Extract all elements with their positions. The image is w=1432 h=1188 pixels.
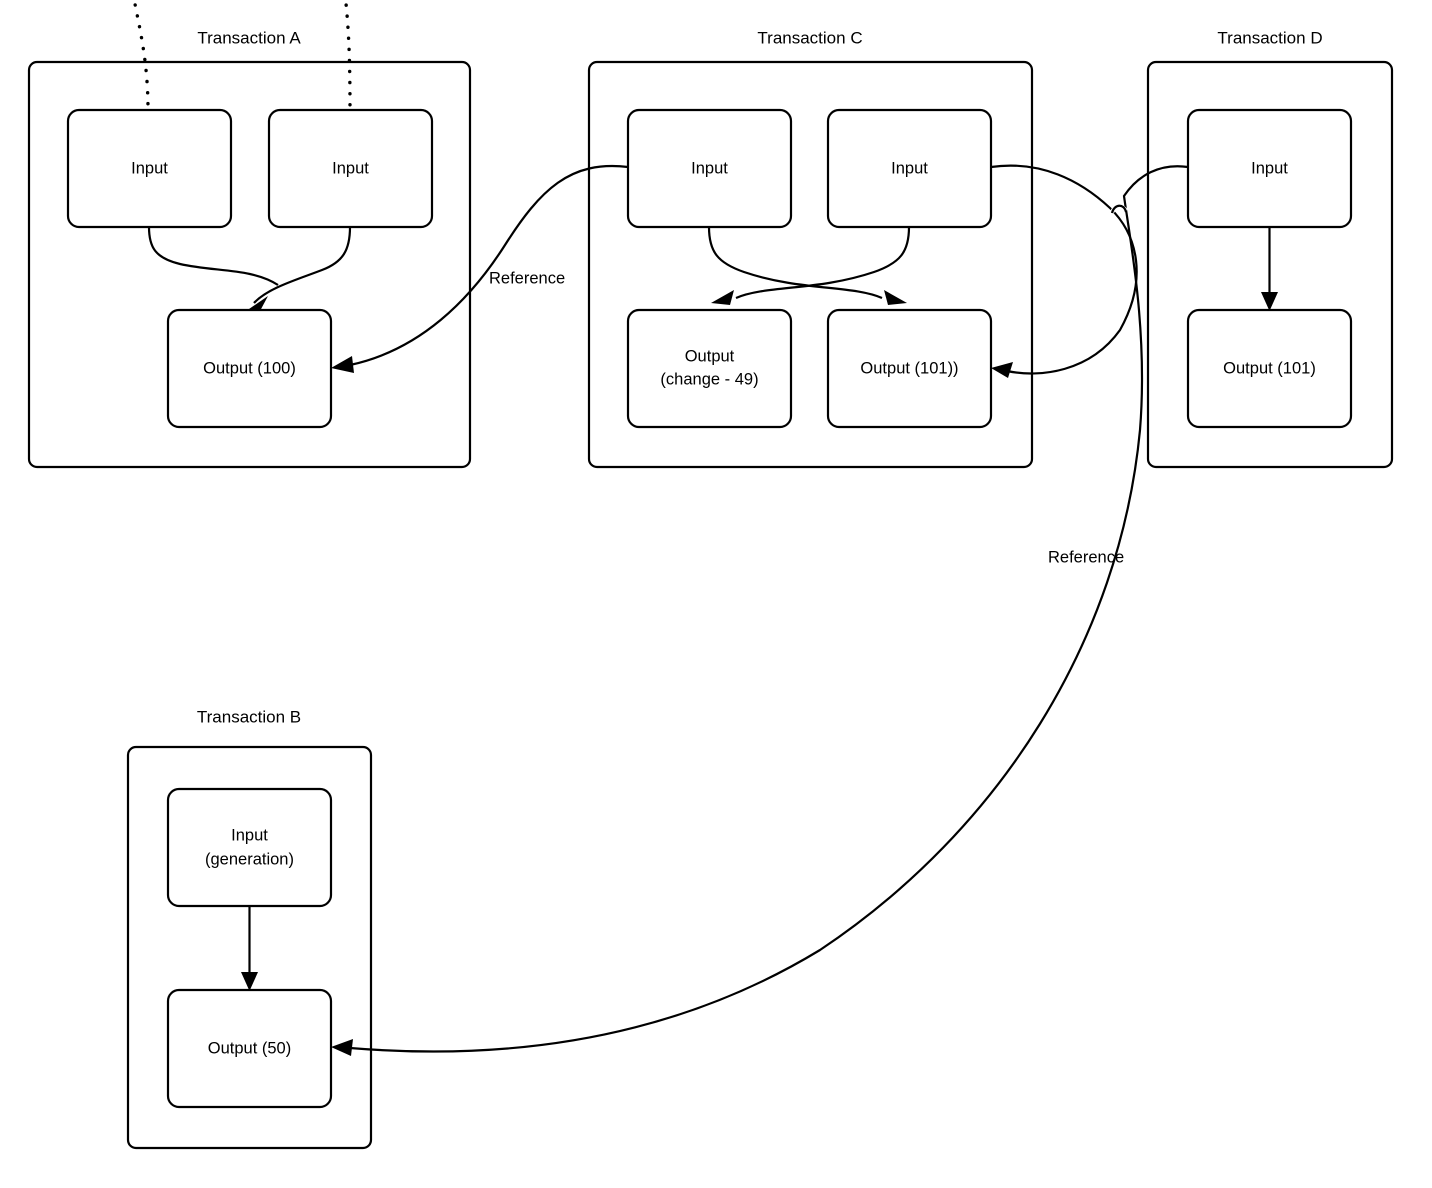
tx-d-output-1-arrowhead	[1261, 292, 1278, 311]
tx-c-output-2-label: Output (101))	[860, 359, 958, 377]
transaction-d-title: Transaction D	[1217, 28, 1322, 47]
tx-c-output-1-label-line2: (change - 49)	[660, 370, 758, 388]
tx-c-edge-input1-to-output2	[707, 226, 883, 300]
tx-d-output-1-label: Output (101)	[1223, 359, 1316, 377]
tx-b-output-1-arrowhead	[241, 972, 258, 991]
reference-edge-c-input2-to-c-output2	[990, 164, 1138, 375]
tx-b-input-1-box[interactable]	[166, 787, 333, 908]
tx-c-output-2-box[interactable]	[826, 308, 993, 429]
tx-b-input-1-label-line1: Input	[231, 826, 268, 844]
tx-c-output-1-arrowhead	[711, 290, 734, 305]
reference-label-upper: Reference	[489, 269, 565, 287]
tx-a-output-1-label: Output (100)	[203, 359, 296, 377]
reference-label-lower: Reference	[1048, 548, 1124, 566]
tx-a-edge-input2-to-output1	[253, 226, 352, 304]
tx-c-input-2-label: Input	[891, 159, 928, 177]
transaction-c-title: Transaction C	[757, 28, 862, 47]
tx-d-input-1-label: Input	[1251, 159, 1288, 177]
tx-a-edge-input1-to-output1	[147, 226, 279, 286]
tx-c-edge-input2-to-output1	[735, 226, 911, 300]
transaction-a-title: Transaction A	[197, 28, 301, 47]
tx-c-input-1-label: Input	[691, 159, 728, 177]
reference-edges-group: Reference Reference	[331, 164, 1189, 1056]
reference-edge-c-input1-to-a-output1	[349, 164, 629, 367]
tx-c-output-1-label-line1: Output	[685, 347, 735, 365]
transaction-b-group: Transaction B Input (generation) Output …	[126, 707, 373, 1150]
tx-c-output-2-arrowhead	[884, 290, 907, 305]
reference-edge-c-output2-arrowhead	[991, 362, 1013, 378]
reference-crossing-hop	[1110, 204, 1128, 214]
tx-b-output-1-label: Output (50)	[208, 1039, 291, 1057]
tx-a-output-1-arrowhead	[249, 296, 268, 311]
reference-edge-upper-arrowhead	[331, 356, 354, 373]
transaction-d-group: Transaction D Input Output (101)	[1146, 28, 1394, 469]
tx-a-input-2-external-dotted-line	[343, 0, 352, 112]
tx-c-output-1-box[interactable]	[626, 308, 793, 429]
tx-a-input-1-label: Input	[131, 159, 168, 177]
reference-edge-lower-arrowhead	[331, 1039, 353, 1056]
transaction-b-title: Transaction B	[197, 707, 301, 726]
tx-b-input-1-label-line2: (generation)	[205, 850, 294, 868]
transaction-a-group: Transaction A Input Input Output (100)	[27, 0, 472, 469]
transaction-c-group: Transaction C Input Input Output (change…	[587, 28, 1034, 469]
tx-a-output-1-box[interactable]	[166, 308, 333, 429]
tx-a-input-2-label: Input	[332, 159, 369, 177]
tx-a-input-1-external-dotted-line	[132, 0, 150, 112]
